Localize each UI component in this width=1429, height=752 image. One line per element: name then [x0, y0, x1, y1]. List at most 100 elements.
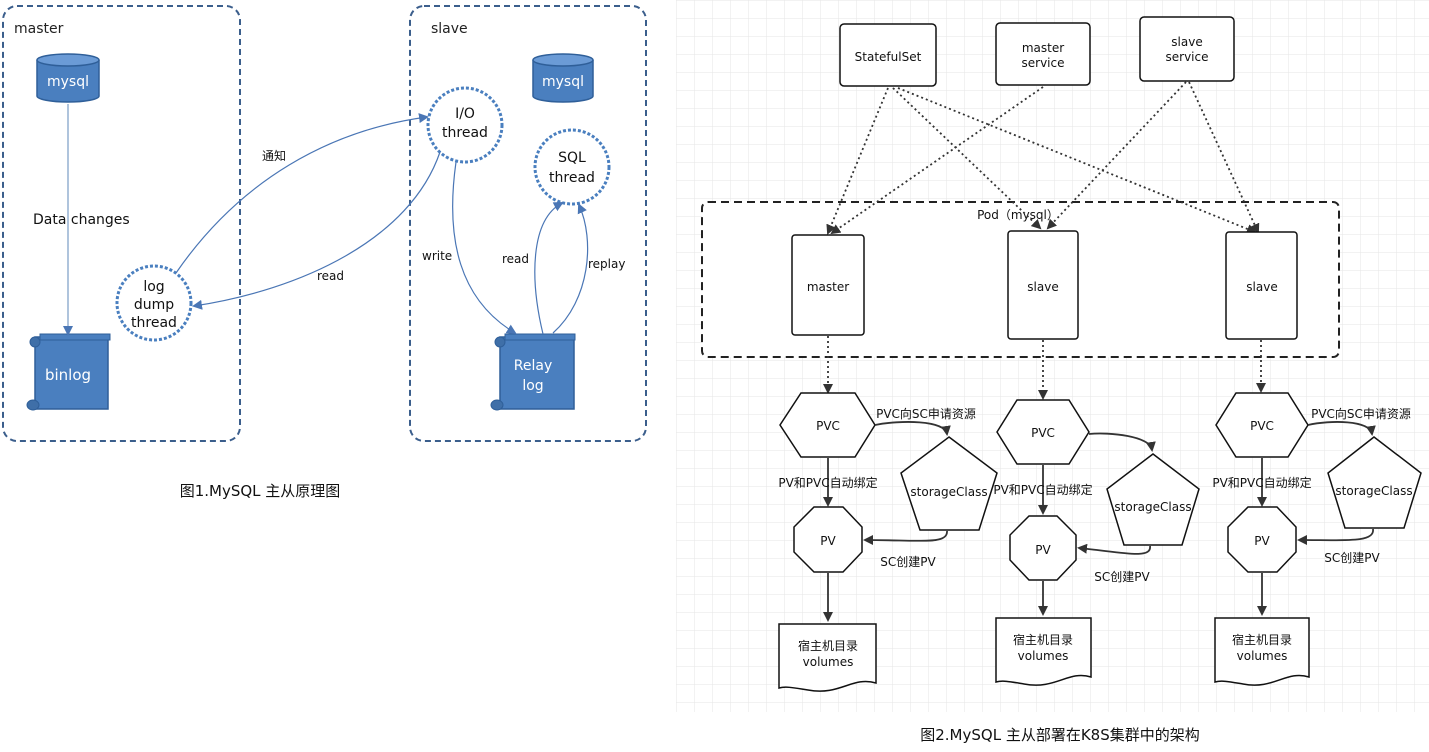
pod-master-label: master — [807, 280, 849, 294]
slave-service-line1: slave — [1171, 35, 1202, 49]
pvc-to-sc-label-3: PVC向SC申请资源 — [1311, 406, 1411, 421]
edge-read-master-label: read — [317, 269, 344, 283]
edge-read-slave — [534, 202, 564, 335]
pv-octagon-1 — [793, 506, 863, 573]
volumes-line2-2: volumes — [1018, 649, 1069, 663]
pvc-hexagon-1 — [779, 392, 876, 458]
volumes-line1-3: 宿主机目录 — [1232, 632, 1292, 647]
slave-mysql-label: mysql — [542, 74, 584, 90]
master-mysql-database: mysql — [36, 53, 100, 103]
master-container — [2, 5, 241, 442]
edge-statefulset-to-master — [826, 87, 889, 235]
edge-sc-to-pv-2 — [1077, 543, 1151, 555]
storageclass-label-3: storageClass — [1335, 484, 1412, 498]
edge-slave-service-to-slave1 — [1046, 81, 1187, 230]
edge-write — [452, 161, 517, 335]
pod-slave2-label: slave — [1246, 280, 1277, 294]
pv-label-3: PV — [1254, 534, 1270, 548]
storageclass-pentagon-2 — [1106, 453, 1200, 546]
volumes-document-3 — [1214, 617, 1310, 686]
pv-bind-label-1: PV和PVC自动绑定 — [778, 475, 877, 490]
slave-container — [409, 5, 647, 442]
fig2-caption: 图2.MySQL 主从部署在K8S集群中的架构 — [920, 726, 1200, 744]
pvc-label-3: PVC — [1250, 419, 1274, 433]
sc-create-label-1: SC创建PV — [880, 555, 936, 569]
figure-1: master slave mysql mysql binlog — [2, 5, 647, 500]
edge-read-slave-label: read — [502, 252, 529, 266]
sc-create-label-3: SC创建PV — [1324, 551, 1380, 565]
edge-notify-label: 通知 — [262, 149, 286, 163]
pv-label-1: PV — [820, 534, 836, 548]
pod-master-box — [791, 234, 865, 336]
pod-group-label: Pod（mysql） — [977, 208, 1059, 222]
slave-service-line2: service — [1166, 50, 1209, 64]
pod-slave2-box — [1225, 231, 1298, 340]
volumes-line2-1: volumes — [803, 655, 854, 669]
relay-log-line2: log — [522, 378, 543, 394]
sc-create-label-2: SC创建PV — [1094, 570, 1150, 584]
binlog-label: binlog — [45, 366, 91, 384]
pod-slave1-label: slave — [1027, 280, 1058, 294]
volumes-line1-1: 宿主机目录 — [798, 638, 858, 653]
io-thread-line1: I/O — [455, 106, 475, 122]
log-dump-line1: log — [143, 279, 164, 295]
log-dump-thread-node: log dump thread — [115, 264, 193, 342]
edge-sc-to-pv-3 — [1297, 528, 1374, 546]
master-service-box — [995, 22, 1091, 86]
sql-thread-node: SQL thread — [533, 128, 611, 206]
pv-label-2: PV — [1035, 543, 1051, 557]
storageclass-label-2: storageClass — [1114, 500, 1191, 514]
edge-sc-to-pv-1 — [863, 530, 948, 546]
sql-thread-line2: thread — [549, 170, 595, 186]
sql-thread-line1: SQL — [558, 150, 586, 166]
volumes-document-2 — [995, 617, 1092, 686]
log-dump-line2: dump — [134, 297, 174, 313]
slave-title: slave — [431, 21, 468, 37]
relay-log-line1: Relay — [514, 358, 552, 374]
pv-bind-label-2: PV和PVC自动绑定 — [993, 482, 1092, 497]
edge-write-label: write — [422, 249, 452, 263]
io-thread-node: I/O thread — [426, 86, 504, 164]
edge-replay-label: replay — [588, 257, 625, 271]
master-title: master — [14, 21, 64, 37]
pvc-to-sc-label-1: PVC向SC申请资源 — [876, 406, 976, 421]
edge-pvc-to-sc-1 — [874, 421, 951, 436]
volumes-line1-2: 宿主机目录 — [1013, 632, 1073, 647]
statefulset-box — [839, 23, 937, 87]
pv-octagon-3 — [1227, 506, 1297, 573]
column-master: master PVC storageClass PVC向SC申请资源 PV和PV… — [778, 234, 998, 692]
master-service-line1: master — [1022, 41, 1064, 55]
edge-statefulset-to-slave2 — [897, 87, 1257, 234]
edge-data-changes-label: Data changes — [33, 212, 130, 228]
edge-statefulset-to-slave1 — [892, 87, 1042, 230]
storageclass-pentagon-3 — [1327, 436, 1422, 529]
binlog-scroll: binlog — [26, 333, 111, 411]
edge-read-master — [192, 151, 441, 310]
fig1-caption: 图1.MySQL 主从原理图 — [180, 482, 341, 500]
slave-service-box — [1139, 16, 1235, 82]
pv-bind-label-3: PV和PVC自动绑定 — [1212, 475, 1311, 490]
io-thread-line2: thread — [442, 125, 488, 141]
pod-slave1-box — [1007, 230, 1079, 340]
column-slave-2: slave PVC storageClass PVC向SC申请资源 PV和PVC… — [1212, 231, 1422, 686]
service-to-pod-edges — [826, 81, 1260, 235]
relay-log-scroll: Relay log — [490, 333, 576, 411]
edge-pvc-to-sc-2 — [1088, 432, 1156, 452]
storageclass-label-1: storageClass — [910, 485, 987, 499]
slave-mysql-database: mysql — [532, 53, 594, 103]
edge-notify — [175, 113, 429, 274]
figure-2: StatefulSet master service slave service… — [701, 16, 1422, 744]
master-mysql-label: mysql — [47, 74, 89, 90]
pvc-label-1: PVC — [816, 419, 840, 433]
volumes-document-1 — [778, 623, 877, 692]
pvc-hexagon-2 — [996, 399, 1090, 465]
volumes-line2-3: volumes — [1237, 649, 1288, 663]
pvc-hexagon-3 — [1215, 392, 1309, 458]
storageclass-pentagon-1 — [900, 436, 998, 531]
master-service-line2: service — [1022, 56, 1065, 70]
statefulset-label: StatefulSet — [855, 50, 922, 64]
edge-replay — [552, 203, 589, 334]
pvc-label-2: PVC — [1031, 426, 1055, 440]
log-dump-line3: thread — [131, 315, 177, 331]
